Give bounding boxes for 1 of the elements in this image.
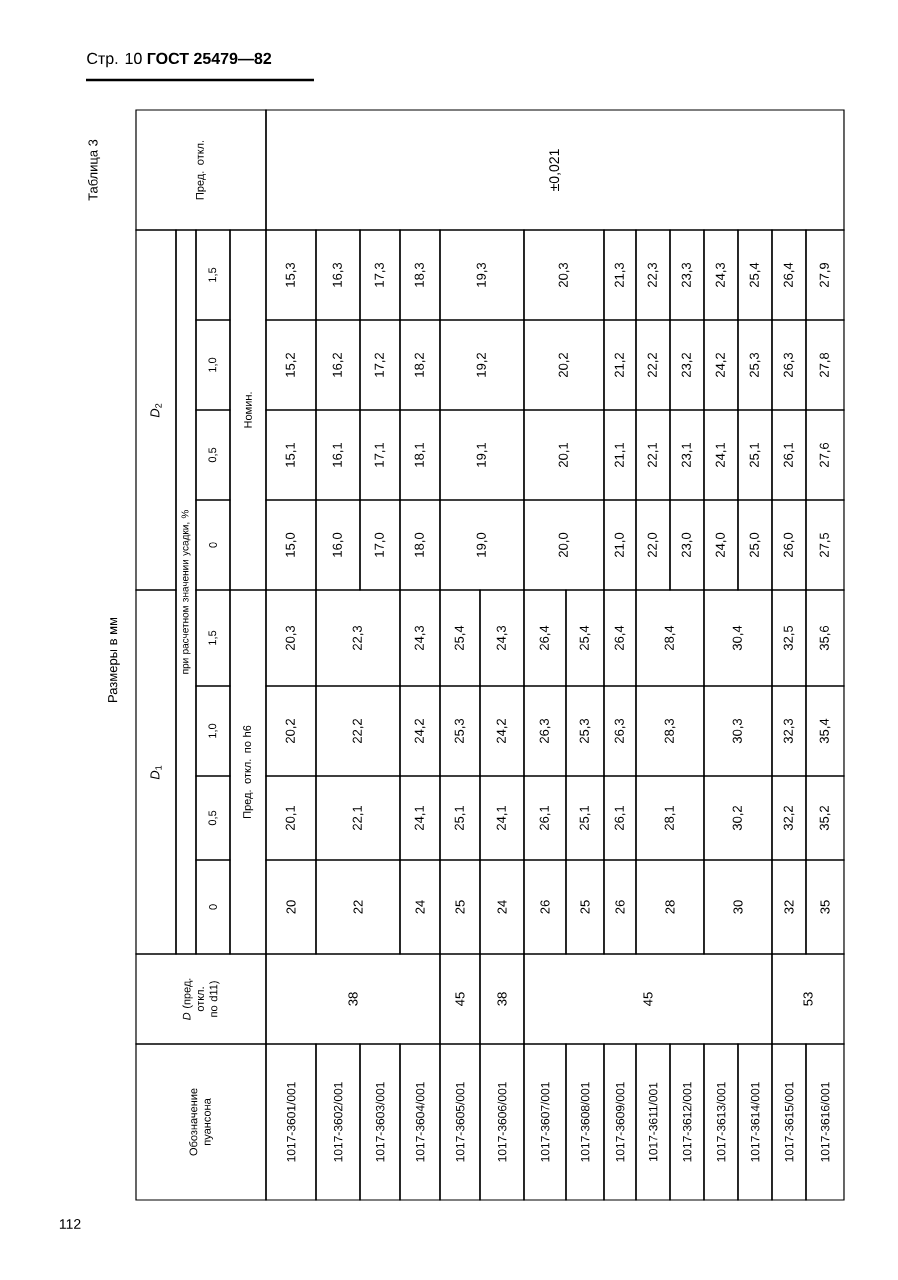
page-header: Стр. 10 ГОСТ 25479—82 xyxy=(87,52,272,68)
